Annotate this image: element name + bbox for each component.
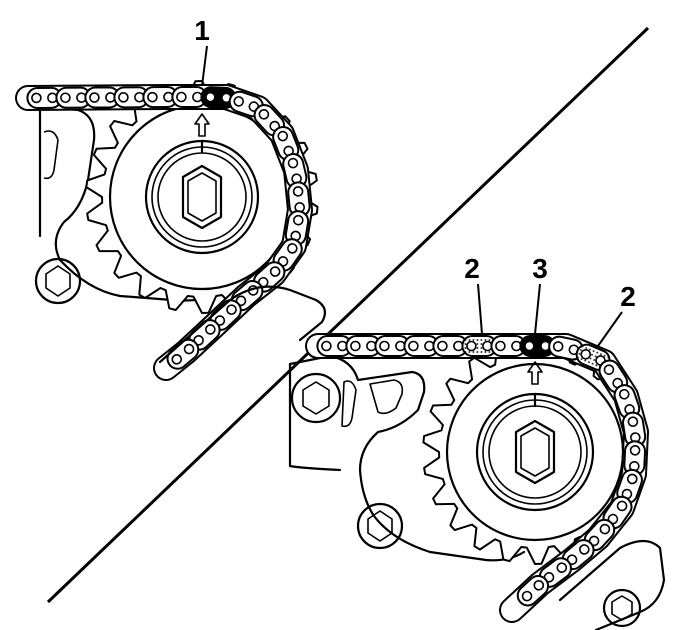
top-view bbox=[15, 80, 327, 381]
chain-link bbox=[282, 153, 308, 189]
callout-1-label: 1 bbox=[194, 15, 210, 46]
bottom-timing-chain bbox=[305, 333, 649, 623]
chain-link bbox=[374, 335, 411, 357]
bottom-sprocket-face bbox=[445, 362, 625, 542]
chain-link bbox=[516, 574, 550, 607]
callout-2-right: 2 bbox=[597, 281, 636, 347]
bottom-crank-bolt bbox=[514, 419, 556, 485]
chain-link bbox=[171, 86, 208, 108]
top-bolt-small bbox=[34, 257, 82, 305]
chain-link bbox=[26, 86, 63, 109]
bottom-bolt-left bbox=[290, 372, 342, 424]
top-crank-bolt bbox=[181, 164, 223, 230]
callout-3-label: 3 bbox=[532, 253, 548, 284]
chain-link bbox=[316, 335, 353, 357]
bottom-bolt-lower bbox=[356, 502, 404, 550]
bottom-view bbox=[288, 333, 666, 630]
chain-link bbox=[613, 384, 641, 420]
up-arrow-icon bbox=[194, 113, 210, 137]
section-divider bbox=[46, 26, 650, 604]
chain-link bbox=[142, 86, 179, 109]
bottom-housing-plate bbox=[288, 354, 526, 562]
callout-2-left: 2 bbox=[464, 253, 483, 335]
chain-link bbox=[166, 338, 200, 370]
chain-link bbox=[284, 210, 310, 247]
up-arrow-icon bbox=[527, 361, 543, 385]
top-timing-chain bbox=[15, 84, 313, 381]
callout-1: 1 bbox=[194, 15, 210, 87]
marked-link-2-left bbox=[461, 335, 498, 357]
chain-link bbox=[548, 335, 584, 361]
callout-2-right-label: 2 bbox=[620, 281, 636, 312]
chain-link bbox=[622, 411, 647, 448]
chain-link bbox=[623, 440, 647, 477]
chain-link bbox=[113, 86, 150, 109]
callout-2-left-label: 2 bbox=[464, 253, 480, 284]
chain-link bbox=[345, 335, 382, 357]
chain-link bbox=[403, 335, 440, 357]
chain-link bbox=[616, 468, 643, 505]
callout-3: 3 bbox=[532, 253, 548, 335]
timing-link-1 bbox=[200, 86, 237, 109]
bottom-bolt-right bbox=[602, 588, 642, 628]
chain-link bbox=[209, 299, 242, 331]
